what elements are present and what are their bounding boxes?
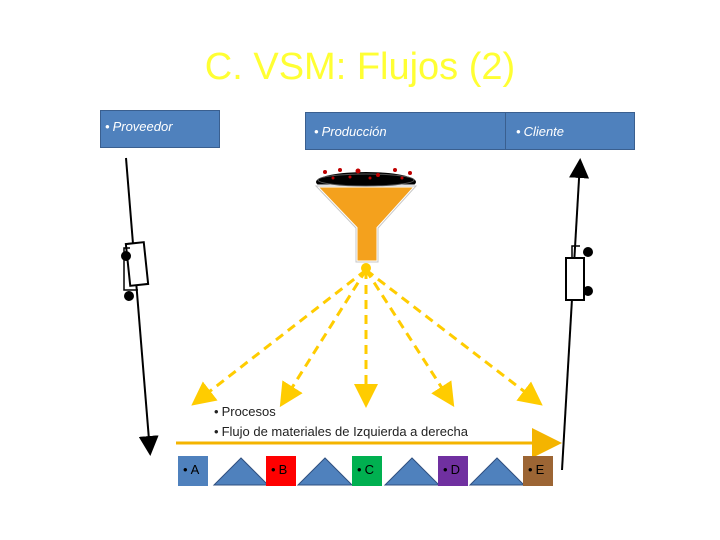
procesos-note: Procesos — [214, 404, 276, 419]
stage-b: B — [266, 456, 296, 486]
funnel-icon — [316, 168, 416, 273]
cliente-arrow — [562, 162, 580, 470]
stage-e: E — [523, 456, 553, 486]
inventory-triangle-2 — [298, 458, 352, 485]
proveedor-arrow — [126, 158, 150, 452]
stage-d: D — [438, 456, 468, 486]
inventory-triangle-3 — [385, 458, 439, 485]
proveedor-truck-icon — [121, 242, 148, 301]
inventory-triangle-1 — [214, 458, 268, 485]
stage-c: C — [352, 456, 382, 486]
flujo-note: Flujo de materiales de Izquierda a derec… — [214, 424, 468, 439]
stage-a: A — [178, 456, 208, 486]
cliente-truck-icon — [566, 246, 593, 300]
inventory-triangle-4 — [470, 458, 524, 485]
distribution-arrows — [196, 270, 538, 402]
